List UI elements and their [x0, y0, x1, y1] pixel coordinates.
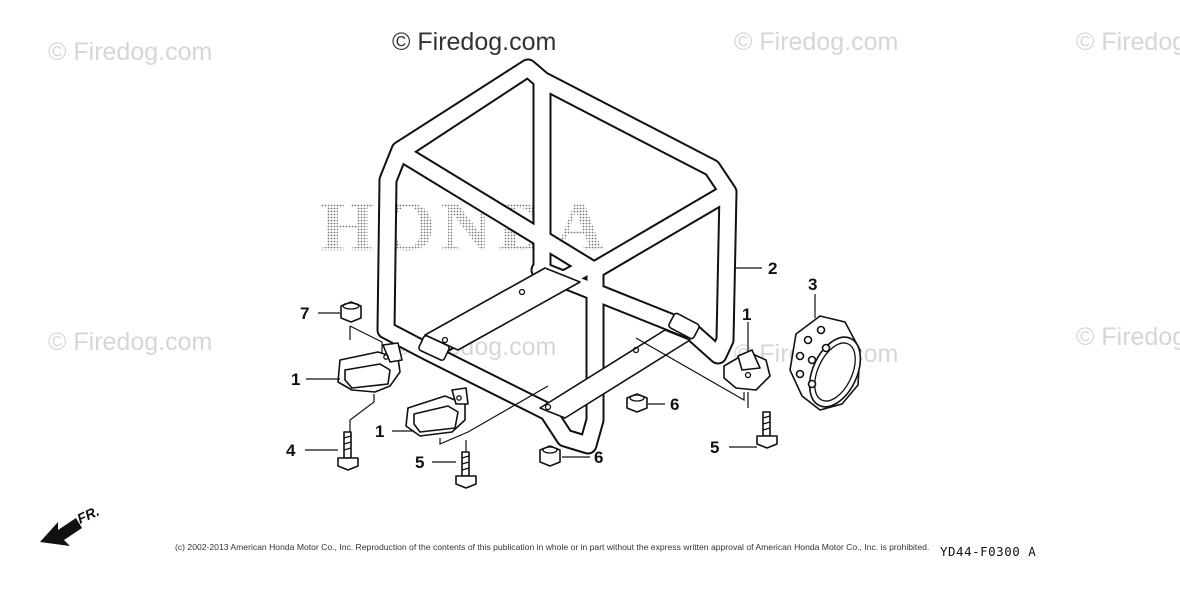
callout-3: 3: [808, 275, 817, 294]
diagram-code: YD44-F0300 A: [940, 544, 1036, 559]
direction-label: FR.: [75, 503, 102, 527]
watermark-mid-edge: © Firedog.com: [1076, 323, 1180, 351]
callout-1-right: 1: [742, 305, 751, 324]
watermark-top-edge: © Firedog.com: [1076, 28, 1180, 56]
frame-part-2: [376, 58, 738, 455]
callout-2: 2: [768, 259, 777, 278]
callout-1-center: 1: [375, 422, 384, 441]
nut-part-6-right: [626, 393, 648, 413]
watermark-mid-left: © Firedog.com: [48, 328, 212, 356]
nut-part-6-left: [539, 445, 561, 467]
callout-4: 4: [286, 441, 296, 460]
callout-6-left: 6: [594, 448, 603, 467]
bolt-part-5-left: [455, 451, 477, 489]
guard-part-3: [789, 315, 862, 411]
nut-part-7: [340, 301, 383, 354]
bolt-part-5-right: [756, 411, 778, 449]
front-direction-arrow: FR.: [40, 503, 102, 546]
mount-part-1-center: [405, 385, 549, 452]
mount-part-1-left: [337, 342, 403, 432]
mount-part-1-right: [635, 337, 771, 408]
watermark-top-right: © Firedog.com: [734, 28, 898, 56]
callout-6-right: 6: [670, 395, 679, 414]
copyright-notice: (c) 2002-2013 American Honda Motor Co., …: [175, 542, 929, 552]
callout-5-right: 5: [710, 438, 719, 457]
callout-7: 7: [300, 304, 309, 323]
bolt-part-4: [337, 431, 359, 471]
callout-1-left: 1: [291, 370, 300, 389]
watermark-top-center: © Firedog.com: [392, 28, 556, 56]
watermark-top-left: © Firedog.com: [48, 38, 212, 66]
callout-5-left: 5: [415, 453, 424, 472]
